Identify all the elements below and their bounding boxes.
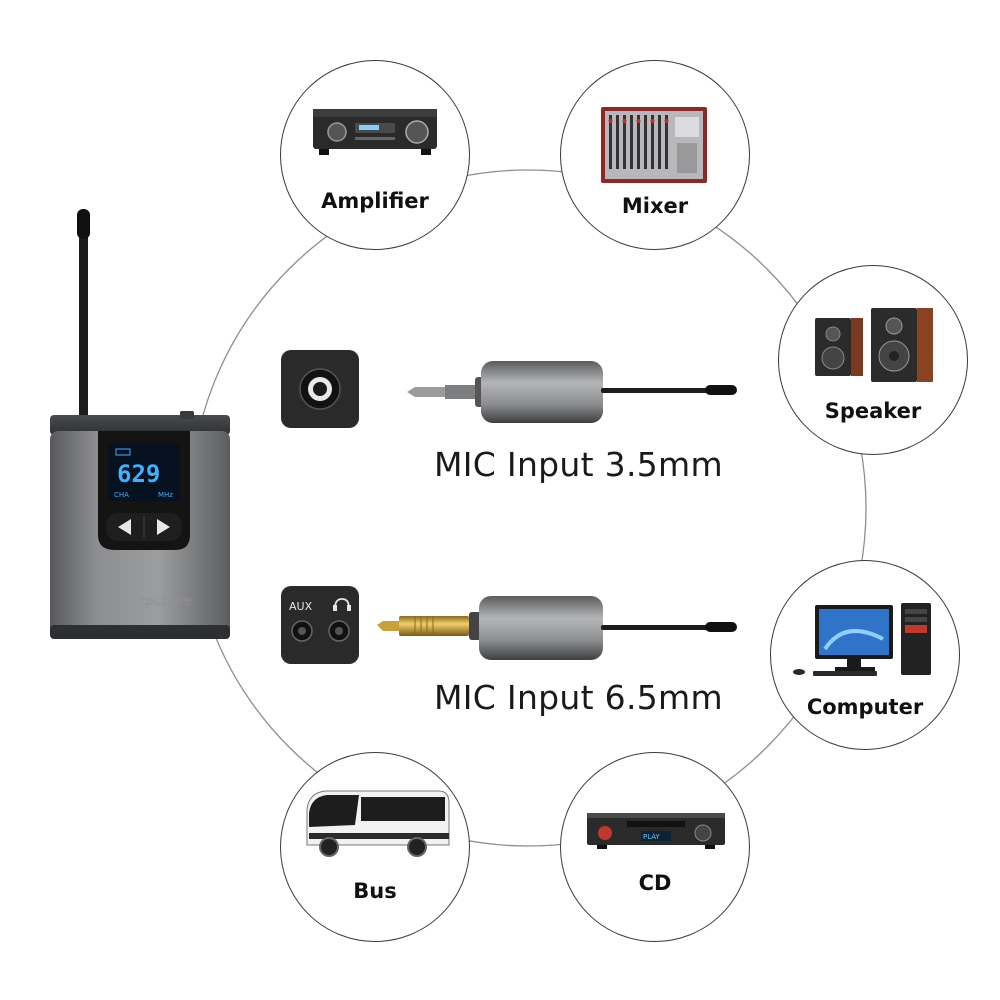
svg-text:MHz: MHz	[158, 491, 173, 499]
computer-label: Computer	[806, 695, 924, 719]
mic-input-3-5mm-label: MIC Input 3.5mm	[434, 445, 723, 484]
mixer-bubble: Mixer	[560, 60, 750, 250]
brand-watermark: tpczone	[140, 594, 192, 609]
computer-bubble: Computer	[770, 560, 960, 750]
speaker-bubble: Speaker	[778, 265, 968, 455]
bus-bubble: Bus	[280, 752, 470, 942]
mixer-label: Mixer	[621, 194, 689, 218]
bus-icon	[306, 790, 450, 857]
speaker-icon	[815, 308, 933, 382]
mixer-icon	[601, 107, 707, 183]
cd-label: CD	[638, 871, 672, 895]
cd-player-icon: PLAY	[587, 813, 725, 849]
amplifier-label: Amplifier	[321, 189, 429, 213]
arrow-buttons[interactable]	[106, 513, 182, 541]
lcd-digits: 629	[117, 460, 160, 488]
svg-text:AUX: AUX	[289, 600, 313, 613]
svg-text:CHA: CHA	[114, 491, 129, 499]
mic-input-6-5mm-label: MIC Input 6.5mm	[434, 678, 723, 717]
amplifier-bubble: Amplifier	[280, 60, 470, 250]
mic-jack-3-5mm-icon	[281, 350, 359, 428]
receiver-6-5mm	[377, 596, 737, 660]
speaker-label: Speaker	[824, 399, 922, 423]
amplifier-icon	[313, 109, 437, 155]
cd-bubble: PLAY CD	[560, 752, 750, 942]
receiver-3-5mm	[407, 361, 737, 423]
bodypack-transmitter: 629 CHA MHz tpczone	[50, 209, 230, 639]
computer-icon	[793, 603, 931, 676]
aux-headphone-jack-icon: AUX	[281, 586, 359, 664]
svg-text:PLAY: PLAY	[643, 833, 661, 841]
bus-label: Bus	[353, 879, 397, 903]
